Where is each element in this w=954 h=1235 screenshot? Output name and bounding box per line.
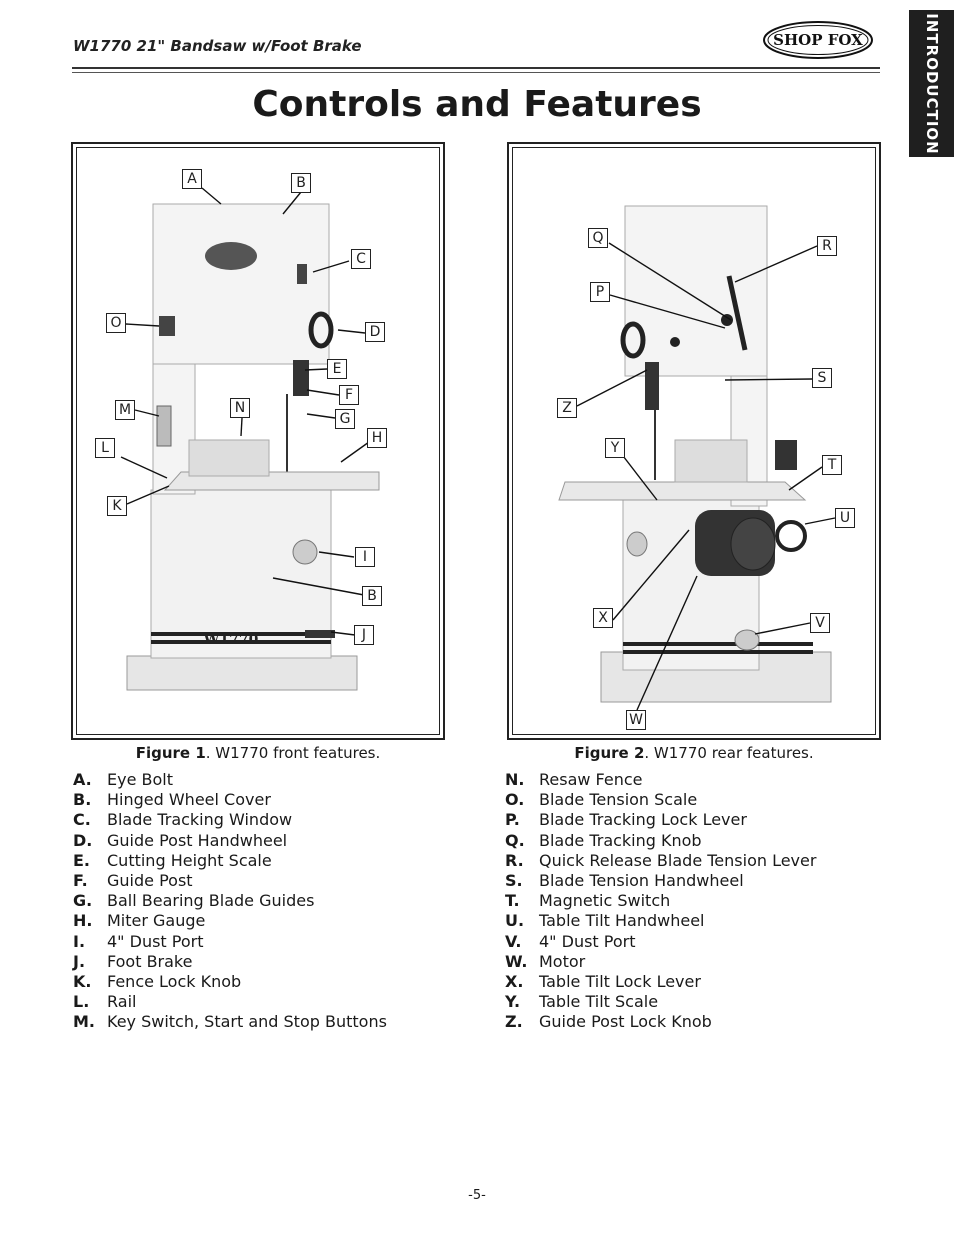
list-item: V.4" Dust Port [505, 931, 636, 951]
figure1-caption-label: Figure 1 [135, 744, 206, 762]
list-item: B.Hinged Wheel Cover [73, 790, 271, 810]
callout-n: N [230, 398, 250, 418]
callout-b: B [291, 173, 311, 193]
list-item: X.Table Tilt Lock Lever [505, 971, 701, 991]
list-item: W.Motor [505, 951, 586, 971]
callout-a: A [182, 169, 202, 189]
list-item: Q.Blade Tracking Knob [505, 830, 702, 850]
callout-x: X [593, 608, 613, 628]
callout-h: H [367, 428, 387, 448]
list-item: H.Miter Gauge [73, 911, 206, 931]
model-marking: W1770 [203, 632, 259, 648]
list-item: C.Blade Tracking Window [73, 810, 293, 830]
figure2-caption-label: Figure 2 [574, 744, 645, 762]
list-item: M.Key Switch, Start and Stop Buttons [73, 1012, 387, 1032]
callout-q: Q [588, 228, 608, 248]
callout-p: P [590, 282, 610, 302]
callout-t: T [822, 455, 842, 475]
callout-m: M [115, 400, 135, 420]
shop-fox-logo: SHOP FOX [762, 20, 874, 60]
list-item: J.Foot Brake [73, 951, 193, 971]
callout-j: J [354, 625, 374, 645]
list-item: L.Rail [73, 992, 137, 1012]
callout-b-lower: B [362, 586, 382, 606]
list-item: S.Blade Tension Handwheel [505, 870, 744, 890]
bandsaw-rear-illustration [558, 205, 836, 711]
header-rule [72, 67, 880, 69]
figure2-caption: Figure 2. W1770 rear features. [507, 744, 881, 762]
list-item: R.Quick Release Blade Tension Lever [505, 850, 817, 870]
section-tab: INTRODUCTION [909, 10, 954, 157]
feature-list-left: A.Eye Bolt B.Hinged Wheel Cover C.Blade … [73, 770, 387, 1032]
page-title: Controls and Features [252, 84, 702, 125]
callout-g: G [335, 409, 355, 429]
callout-s: S [812, 368, 832, 388]
list-item: O.Blade Tension Scale [505, 790, 698, 810]
callout-f: F [339, 385, 359, 405]
list-item: T.Magnetic Switch [505, 891, 671, 911]
callout-z: Z [557, 398, 577, 418]
figure1-caption-text: . W1770 front features. [205, 744, 381, 762]
callout-o: O [106, 313, 126, 333]
callout-i: I [355, 547, 375, 567]
callout-e: E [327, 359, 347, 379]
header-title: W1770 21" Bandsaw w/Foot Brake [73, 37, 362, 55]
callout-y: Y [605, 438, 625, 458]
list-item: P.Blade Tracking Lock Lever [505, 810, 747, 830]
callout-r: R [817, 236, 837, 256]
callout-v: V [810, 613, 830, 633]
figure2-caption-text: . W1770 rear features. [644, 744, 814, 762]
callout-c: C [351, 249, 371, 269]
list-item: G.Ball Bearing Blade Guides [73, 891, 315, 911]
list-item: U.Table Tilt Handwheel [505, 911, 705, 931]
list-item: I.4" Dust Port [73, 931, 204, 951]
figure-front-features: W1770 A B C D O E F M N G H L K I B J [71, 142, 445, 740]
logo-text: SHOP FOX [773, 31, 863, 49]
figure1-caption: Figure 1. W1770 front features. [71, 744, 445, 762]
figure-rear-features: Q R P S Z Y T U X V W [507, 142, 881, 740]
callout-l: L [95, 438, 115, 458]
list-item: E.Cutting Height Scale [73, 850, 272, 870]
list-item: Z.Guide Post Lock Knob [505, 1012, 712, 1032]
list-item: A.Eye Bolt [73, 770, 173, 789]
callout-d: D [365, 322, 385, 342]
header-rule-thin [72, 72, 880, 73]
list-item: Y.Table Tilt Scale [505, 992, 659, 1012]
callout-u: U [835, 508, 855, 528]
feature-list-right: N.Resaw Fence O.Blade Tension Scale P.Bl… [505, 770, 816, 1032]
callout-k: K [107, 496, 127, 516]
callout-w: W [626, 710, 646, 730]
list-item: N.Resaw Fence [505, 770, 643, 789]
list-item: K.Fence Lock Knob [73, 971, 242, 991]
list-item: D.Guide Post Handwheel [73, 830, 288, 850]
figure-frame [76, 147, 440, 735]
page-number: -5- [468, 1188, 486, 1203]
list-item: F.Guide Post [73, 870, 193, 890]
bandsaw-front-illustration: W1770 [120, 187, 380, 691]
figure-frame [512, 147, 876, 735]
